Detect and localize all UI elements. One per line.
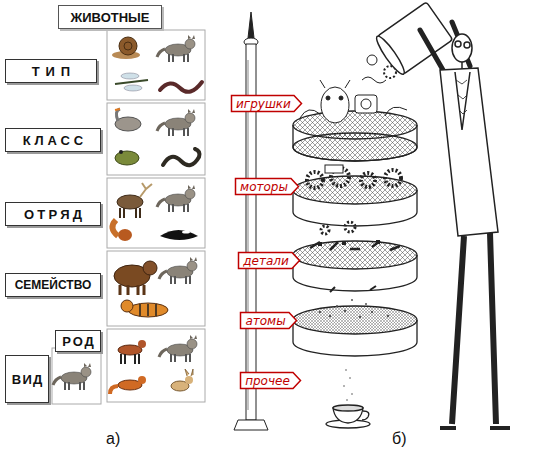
sign-outline [239,253,300,269]
sign-label: атомы [245,314,285,328]
sieve-sign: игрушки [230,94,303,113]
rank-box: КЛАСС [5,128,101,152]
rank-box: ВИД [5,355,49,403]
sign-label: прочее [245,374,290,388]
rank-label: ВИД [10,372,43,387]
rank-label: КЛАСС [19,133,87,148]
sign-label: игрушки [236,97,291,111]
sieve-sign: детали [237,251,301,270]
atoms [319,299,389,401]
man-figure [373,2,510,428]
sign-label: детали [243,254,289,268]
rank-box: ОТРЯД [5,202,101,226]
rank-label: ЖИВОТНЫЕ [71,10,150,25]
panel-label: а) [106,430,120,448]
rank-box: СЕМЕЙСТВО [5,273,101,297]
title-box: ЖИВОТНЫЕ [58,5,162,29]
cup [326,405,370,428]
rank-label: ОТРЯД [21,207,86,222]
rank-box: РОД [55,330,101,352]
sign-outline [241,373,301,389]
sieve-sign: моторы [234,177,300,196]
sign-outline [236,179,299,195]
panel-label: б) [392,430,407,448]
sign-label: моторы [240,180,288,194]
rank-label: СЕМЕЙСТВО [15,278,92,292]
rank-label: ТИП [26,64,76,79]
sieve-sign: прочее [239,371,302,390]
rank-box: ТИП [5,59,97,83]
sign-pole [234,12,268,430]
sieve-contents [300,55,407,292]
sieve-stack [293,111,417,356]
sign-outline [241,313,297,329]
sieve-sign: атомы [239,311,298,330]
sign-outline [232,96,302,112]
rank-label: РОД [60,334,96,349]
